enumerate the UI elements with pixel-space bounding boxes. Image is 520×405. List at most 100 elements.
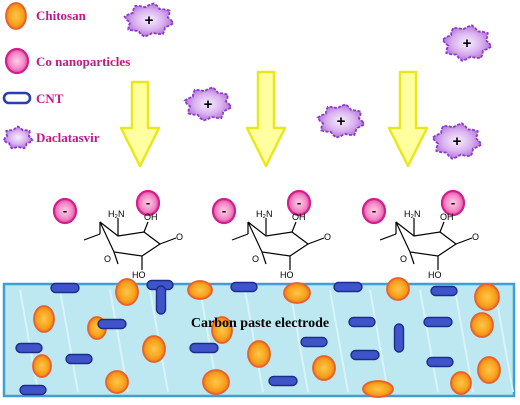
chitosan-particle-icon: [312, 355, 336, 381]
legend-chitosan-icon: [5, 2, 27, 30]
amine-label: H₂N: [108, 209, 125, 219]
cnt-particle-icon: [189, 342, 219, 354]
arrow-down-icon: [245, 70, 287, 168]
co-nanoparticle-icon: [52, 197, 78, 225]
positive-charge-label: +: [453, 133, 462, 150]
negative-charge-label: -: [222, 203, 226, 218]
cnt-particle-icon: [350, 349, 380, 361]
chitosan-particle-icon: [105, 370, 129, 394]
arrows-group: [119, 70, 429, 168]
daclatasvir-blob-icon: [441, 24, 493, 62]
arrow-down-icon: [119, 80, 161, 168]
electrode-streak: [369, 289, 389, 393]
chitosan-bond: [291, 221, 297, 233]
daclatasvir-molecule: +: [183, 86, 233, 122]
cnt-particle-icon: [97, 318, 127, 330]
chitosan-particle-icon: [474, 283, 500, 311]
oxygen-label: O: [252, 254, 259, 264]
cnt-particle-icon: [348, 316, 376, 328]
negative-charge-label: -: [451, 195, 455, 210]
oxygen-label: O: [324, 232, 331, 242]
chitosan-bond: [159, 237, 177, 245]
electrode-particles: [15, 277, 501, 398]
chitosan-bond: [143, 221, 149, 233]
electrode-streak: [454, 289, 474, 393]
daclatasvir-blob-icon: [316, 103, 366, 139]
carbon-paste-electrode: [2, 282, 516, 398]
co-nanoparticle: -: [211, 197, 237, 225]
oxygen-label: O: [104, 254, 111, 264]
chitosan-bond: [307, 237, 325, 245]
chitosan-particle-icon: [450, 371, 472, 395]
chitosan-bond: [455, 237, 473, 245]
legend-label-daclatasvir: Daclatasvir: [36, 130, 100, 145]
chitosan-particle-icon: [142, 335, 166, 363]
cnt-particle-icon: [430, 285, 458, 297]
hydroxyl-label: OH: [292, 212, 306, 222]
co-nanoparticle: -: [52, 197, 78, 225]
cnt-particle-icon: [50, 282, 80, 294]
co-nanoparticle: -: [361, 197, 387, 225]
electrode-streak: [59, 289, 79, 393]
co-nanoparticle: -: [135, 189, 161, 217]
legend-co-icon: [4, 47, 30, 75]
legend-label-cnt: CNT: [36, 91, 64, 106]
daclatasvir-molecule: +: [316, 103, 366, 139]
daclatasvir-molecule: +: [123, 2, 175, 38]
chitosan-particle-icon: [115, 278, 139, 306]
electrode-texture: [19, 289, 514, 393]
daclatasvir-blob-icon: [123, 2, 175, 38]
chitosan-bond: [439, 221, 445, 233]
negative-charge-label: -: [297, 195, 301, 210]
hydroxyl-label: HO: [428, 270, 442, 280]
chitosan-particle-icon: [33, 305, 55, 333]
cnt-particle-icon: [15, 342, 43, 354]
legend-daclatasvir-icon: [2, 125, 34, 150]
legend-label-co-nanoparticles: Co nanoparticles: [36, 54, 131, 69]
electrode-streak: [329, 289, 349, 393]
chitosan-particle-icon: [187, 280, 213, 300]
chitosan-particle-icon: [283, 282, 311, 304]
electrode-streak: [244, 289, 264, 393]
co-nanoparticle-icon: [211, 197, 237, 225]
cnt-particle-icon: [423, 316, 453, 328]
chitosan-bond: [83, 233, 101, 241]
co-nanoparticle: -: [440, 189, 466, 217]
cnt-particle-icon: [268, 375, 298, 387]
chitosan-particle-icon: [477, 356, 501, 384]
legend-label-chitosan: Chitosan: [36, 8, 86, 23]
chitosan-unit: H₂N OH HO O O: [231, 209, 331, 280]
chitosan-particle-icon: [202, 369, 230, 395]
cnt-particle-icon: [426, 356, 454, 368]
electrode-body: [2, 282, 516, 398]
chitosan-ring: [395, 221, 458, 257]
amine-label: H₂N: [404, 209, 421, 219]
daclatasvir-molecule: +: [431, 122, 483, 160]
chitosan-bond: [409, 251, 415, 265]
negative-charge-label: -: [146, 195, 150, 210]
negative-charge-label: -: [63, 203, 67, 218]
co-nanoparticle-icon: [440, 189, 466, 217]
chitosan-bond: [231, 233, 249, 241]
chitosan-ring: [247, 221, 310, 257]
hydroxyl-label: OH: [440, 212, 454, 222]
hydroxyl-label: HO: [132, 270, 146, 280]
cnt-particle-icon: [19, 384, 47, 396]
chitosan-bond: [261, 251, 267, 265]
chitosan-particle-icon: [362, 380, 394, 398]
co-nanoparticle-icon: [286, 189, 312, 217]
amine-label: H₂N: [256, 209, 273, 219]
electrode-streak: [19, 289, 39, 393]
legend-cnt-icon: [2, 91, 32, 105]
electrode-streak: [494, 289, 514, 393]
hydroxyl-label: HO: [280, 270, 294, 280]
electrode-label: Carbon paste electrode: [190, 316, 330, 331]
cnt-particle-icon: [333, 281, 363, 293]
co-nanoparticle-icon: [361, 197, 387, 225]
co-nanoparticle: -: [286, 189, 312, 217]
daclatasvir-group: +++++: [123, 2, 493, 160]
co-nanoparticle-group: ------: [52, 189, 466, 225]
